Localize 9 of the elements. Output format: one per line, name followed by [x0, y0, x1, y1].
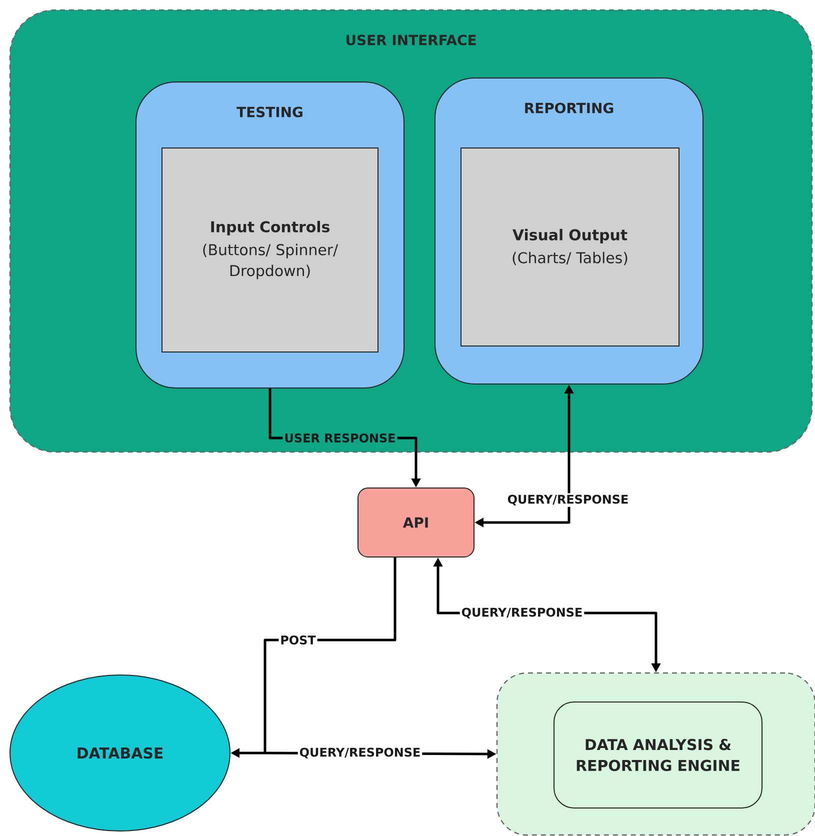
process-box: API [358, 488, 474, 558]
edge-label: QUERY/RESPONSE [298, 746, 422, 760]
process-box: DATA ANALYSIS & REPORTING ENGINE [554, 702, 762, 808]
edge-label: QUERY/RESPONSE [460, 606, 584, 620]
edge-label: POST [278, 634, 318, 646]
process-box: Visual Output (Charts/ Tables) [460, 148, 680, 346]
edge-label: USER RESPONSE [282, 432, 398, 444]
process-box: Input Controls (Buttons/ Spinner/ Dropdown) [162, 148, 378, 352]
edge-label: QUERY/RESPONSE [506, 493, 630, 507]
